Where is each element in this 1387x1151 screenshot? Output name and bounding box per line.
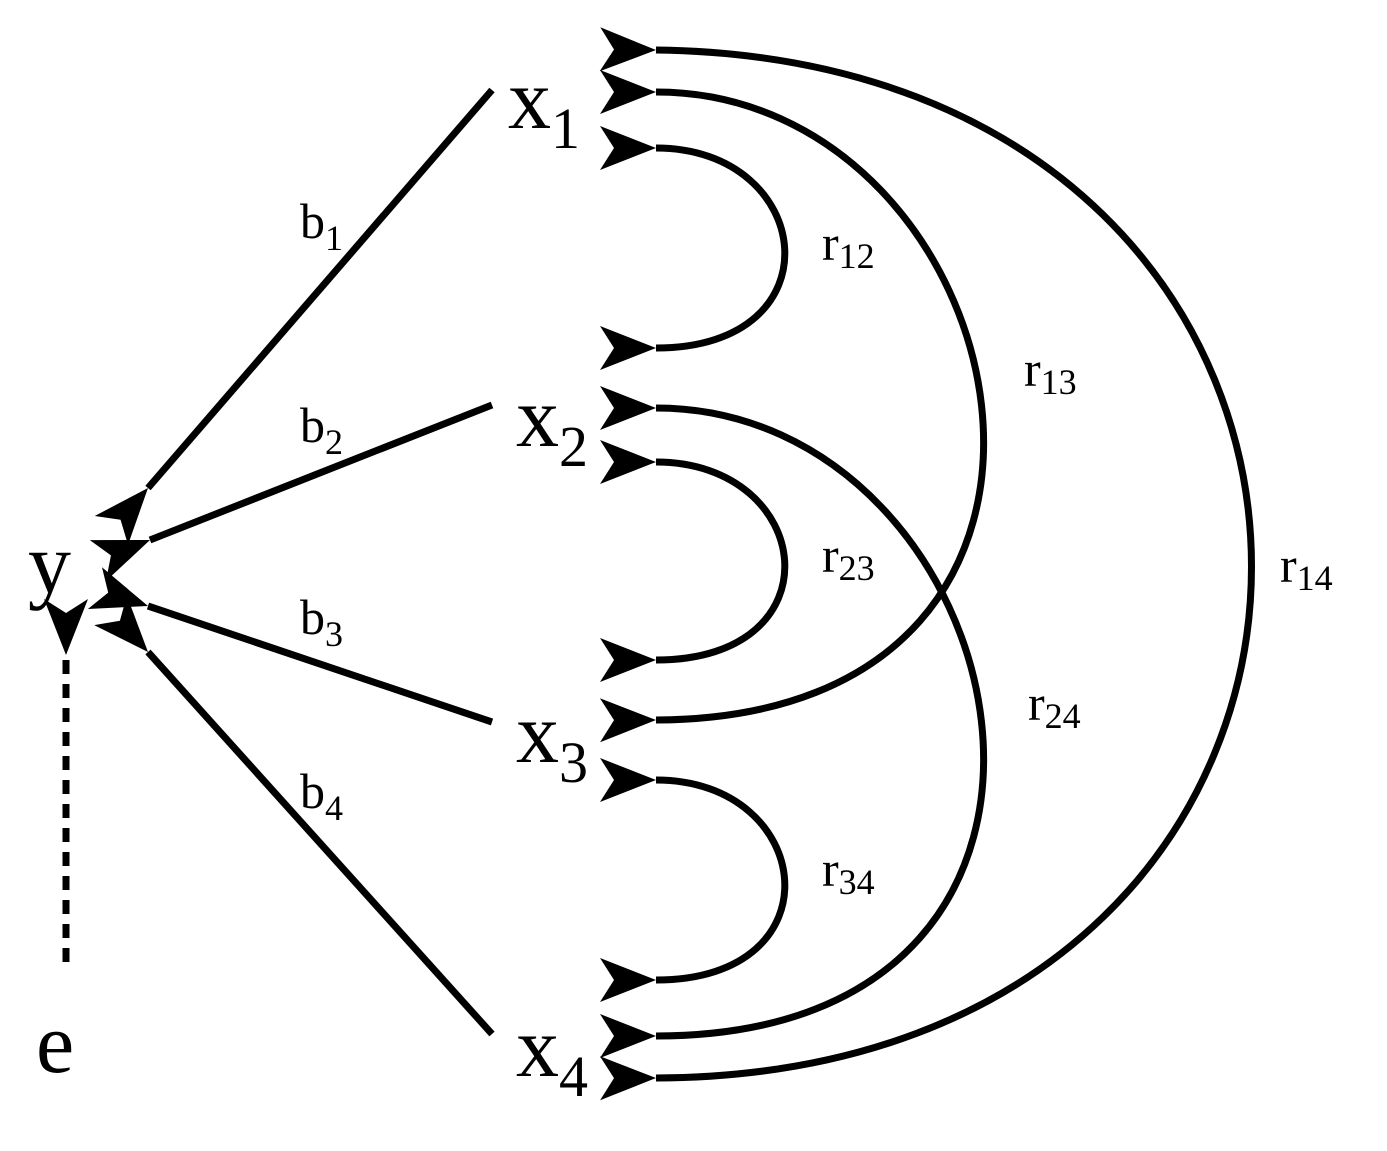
- corr-r14-base: r: [1280, 537, 1297, 593]
- predictor-x2-label: x2: [516, 369, 588, 479]
- coef-b2-label: b2: [300, 397, 343, 462]
- predictor-x4-sub: 4: [559, 1044, 588, 1109]
- coef-b3-sub: 3: [325, 614, 343, 654]
- coef-b1-base: b: [300, 193, 325, 249]
- outcome-label: y: [28, 515, 71, 611]
- arc-r12: [599, 125, 789, 371]
- correlation-arcs: [599, 27, 1255, 1101]
- predictor-x3-sub: 3: [559, 730, 588, 795]
- corr-r34-label: r34: [822, 841, 875, 902]
- coef-b3-base: b: [300, 589, 325, 645]
- coef-b4-base: b: [300, 763, 325, 819]
- coef-b1-label: b1: [300, 193, 343, 258]
- coef-b4-sub: 4: [325, 788, 343, 828]
- corr-r14-sub: 14: [1297, 558, 1333, 598]
- error-label: e: [36, 995, 74, 1091]
- corr-r12-label: r12: [822, 215, 875, 276]
- corr-r24-sub: 24: [1045, 696, 1081, 736]
- predictor-x2-base: x: [516, 369, 559, 465]
- corr-r12-sub: 12: [839, 236, 875, 276]
- predictor-x4-label: x4: [516, 999, 588, 1109]
- coef-b2-sub: 2: [325, 422, 343, 462]
- path-arrows: [87, 87, 495, 1037]
- arrow-x2-to-y: [89, 401, 494, 582]
- predictor-x1-sub: 1: [551, 96, 580, 161]
- arc-r23: [599, 439, 789, 683]
- corr-r13-sub: 13: [1041, 362, 1077, 402]
- predictor-x1-label: x1: [508, 51, 580, 161]
- corr-r24-base: r: [1028, 675, 1045, 731]
- arc-r24: [599, 385, 988, 1059]
- predictor-x2-sub: 2: [559, 414, 588, 479]
- predictor-x1-base: x: [508, 51, 551, 147]
- corr-r12-base: r: [822, 215, 839, 271]
- corr-r13-base: r: [1024, 341, 1041, 397]
- arc-r34: [599, 757, 789, 1003]
- corr-r34-sub: 34: [839, 862, 875, 902]
- corr-r23-sub: 23: [839, 548, 875, 588]
- corr-r24-label: r24: [1028, 675, 1081, 736]
- corr-r14-label: r14: [1280, 537, 1333, 598]
- corr-r13-label: r13: [1024, 341, 1077, 402]
- arc-r13: [599, 69, 988, 743]
- corr-r23-base: r: [822, 527, 839, 583]
- arrow-x3-to-y: [87, 567, 494, 726]
- predictor-x4-base: x: [516, 999, 559, 1095]
- predictor-x3-label: x3: [516, 685, 588, 795]
- corr-r34-base: r: [822, 841, 839, 897]
- coef-b3-label: b3: [300, 589, 343, 654]
- coef-b2-base: b: [300, 397, 325, 453]
- coef-b1-sub: 1: [325, 218, 343, 258]
- arrow-x4-to-y: [94, 595, 495, 1037]
- predictor-x3-base: x: [516, 685, 559, 781]
- coef-b4-label: b4: [300, 763, 343, 828]
- arc-r14: [599, 27, 1255, 1101]
- arrow-x1-to-y: [94, 87, 495, 545]
- corr-r23-label: r23: [822, 527, 875, 588]
